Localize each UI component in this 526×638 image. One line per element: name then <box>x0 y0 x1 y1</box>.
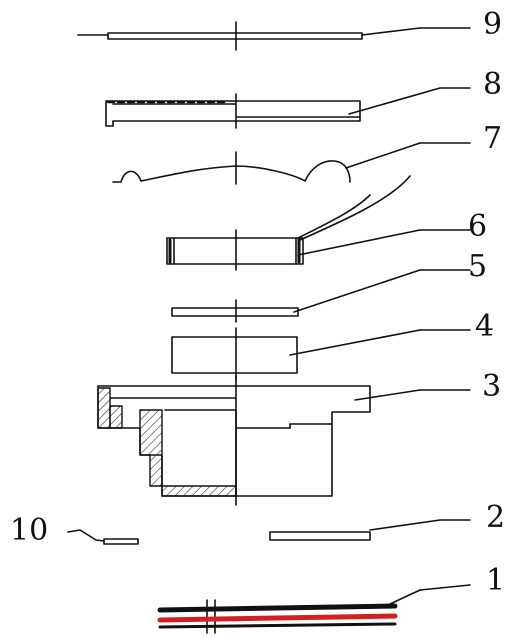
label-part-4: 4 <box>475 309 495 344</box>
label-part-5: 5 <box>468 249 488 284</box>
part-4-magnet <box>171 327 471 381</box>
part-9-top-plate <box>77 21 471 51</box>
part-6-coil-ends <box>168 238 301 264</box>
label-part-7: 7 <box>483 121 503 156</box>
label-part-8: 8 <box>483 67 503 102</box>
part-2-bottom-plate <box>269 519 471 541</box>
part-10-spacer <box>67 529 139 545</box>
part-3-frame <box>97 375 471 506</box>
label-part-3: 3 <box>482 369 502 404</box>
label-part-6: 6 <box>468 209 488 244</box>
part-7-diaphragm <box>112 142 471 185</box>
label-part-9: 9 <box>483 7 503 42</box>
part-5-washer <box>171 269 471 323</box>
part-1-wire-black <box>157 603 398 613</box>
label-part-10: 10 <box>10 513 49 548</box>
part-8-cover <box>105 87 471 129</box>
part-3-hatched-section <box>97 387 237 497</box>
label-part-2: 2 <box>486 500 506 535</box>
label-part-1: 1 <box>486 563 506 598</box>
part-1-wire-red <box>157 613 398 623</box>
part-1-wire-black-lower <box>158 622 397 629</box>
part-6-voice-coil <box>166 175 471 271</box>
